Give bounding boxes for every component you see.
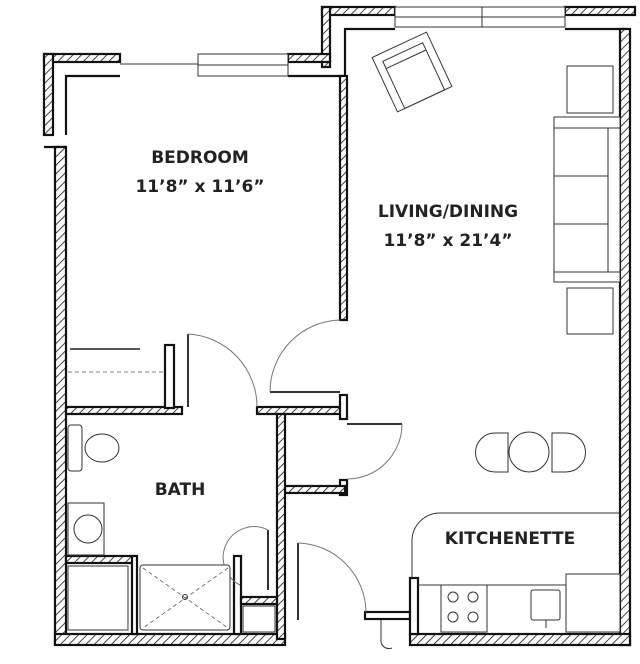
windows xyxy=(120,6,566,77)
wall-bedroom-top-left xyxy=(42,52,122,64)
room-dimensions-living-dining: 11’8” x 21’4” xyxy=(383,231,512,251)
stove xyxy=(440,584,488,633)
toilet-bowl xyxy=(84,433,120,463)
wall-bath-right xyxy=(275,412,287,641)
wall-left-bump xyxy=(42,52,55,137)
wall-bottom-right xyxy=(408,632,632,647)
wall-stub xyxy=(338,393,349,421)
living-furniture xyxy=(371,31,621,335)
burner xyxy=(447,611,459,623)
wall-right xyxy=(618,27,632,647)
bedroom-closet xyxy=(68,348,165,373)
wall-kitchen-stub xyxy=(408,576,420,636)
burner xyxy=(447,591,459,603)
room-name-living-dining: LIVING/DINING xyxy=(378,202,518,222)
armchair xyxy=(371,31,453,113)
linen-closet xyxy=(67,565,129,631)
dining-chair xyxy=(475,432,509,473)
end-table xyxy=(566,65,614,114)
wall-left xyxy=(53,145,68,646)
room-dimensions-bedroom: 11’8” x 11’6” xyxy=(135,177,264,197)
kitchen-sink xyxy=(530,589,561,621)
dining-chair xyxy=(551,432,586,473)
doors xyxy=(187,319,403,650)
wall-living-step xyxy=(320,5,332,69)
shower-drain xyxy=(182,594,188,600)
bath-fixtures xyxy=(67,424,276,633)
wall-shower-top xyxy=(64,554,138,565)
toilet-tank xyxy=(67,424,83,472)
dining-set xyxy=(475,431,586,473)
small-closet xyxy=(242,605,276,633)
wall-closet-side xyxy=(163,343,176,410)
sofa xyxy=(553,116,621,283)
wall-shower-right xyxy=(232,554,243,636)
wall-small-closet-top xyxy=(239,595,279,606)
interior-walls xyxy=(64,74,420,641)
exterior-walls xyxy=(42,5,637,647)
wall-top-left-living xyxy=(320,5,397,17)
burner xyxy=(467,591,479,603)
wall-bottom-left xyxy=(53,632,287,647)
wall-hall-top xyxy=(255,405,347,416)
wall-bedroom-top-right xyxy=(286,52,332,64)
end-table xyxy=(566,287,614,335)
wall-entry-stub xyxy=(363,610,412,621)
kitchenette-fixtures xyxy=(411,512,621,633)
burner xyxy=(467,611,479,623)
room-name-bedroom: BEDROOM xyxy=(151,148,249,168)
wall-shower-left xyxy=(130,554,139,636)
wall-bedroom-bath xyxy=(64,405,184,416)
counter-edge xyxy=(411,512,620,578)
wall-top-right-living xyxy=(563,5,637,17)
fridge xyxy=(565,573,621,633)
entry-threshold xyxy=(380,620,393,650)
sink xyxy=(73,514,103,544)
room-name-kitchenette: KITCHENETTE xyxy=(445,529,575,549)
wall-bedroom-living xyxy=(338,74,349,322)
dining-table xyxy=(508,431,550,473)
room-name-bath: BATH xyxy=(155,480,206,500)
wall-closet-bottom xyxy=(283,484,347,495)
